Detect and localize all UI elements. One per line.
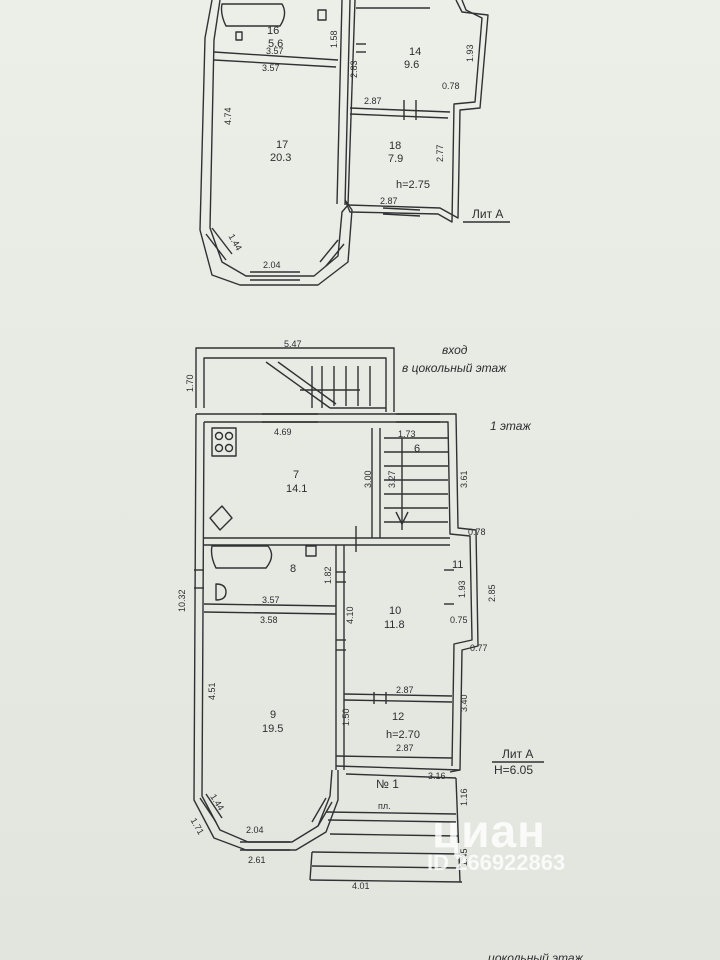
dim-287a: 2.87 [396,685,414,695]
upper-lit-label: Лит А [472,207,504,221]
ground-lit-label: Лит А [502,747,534,761]
dim-316: 3.16 [428,771,446,781]
cian-watermark: циан ID 266922863 [427,805,565,874]
dim-340: 3.40 [459,694,469,712]
ground-floor-plan [193,347,544,883]
dim-upper-078: 0.78 [442,81,460,91]
dim-150: 1.50 [341,708,351,726]
porch-number: № 1 [376,777,399,791]
room-18-number: 18 [389,140,402,152]
dim-upper-357b: 3.57 [262,63,280,73]
dim-358: 3.58 [260,615,278,625]
dim-116: 1.16 [459,788,469,806]
dim-1032: 10.32 [177,589,187,612]
dim-357: 3.57 [262,595,280,605]
dim-170: 1.70 [185,374,195,392]
room-9-area: 19.5 [262,723,284,735]
dim-upper-357a: 3.57 [266,46,284,56]
dim-upper-277: 2.77 [435,144,445,162]
dim-193: 1.93 [457,580,467,598]
room-10-number: 10 [389,605,402,617]
dim-261: 2.61 [248,855,266,865]
room-17-number: 17 [276,139,289,151]
dim-upper-287a: 2.87 [364,96,382,106]
dim-upper-474: 4.74 [223,107,233,125]
dim-547: 5.47 [284,339,302,349]
dim-300: 3.00 [363,470,373,488]
dim-upper-283: 2.83 [349,60,359,78]
room-7-area: 14.1 [286,483,308,495]
dim-upper-158: 1.58 [329,30,339,48]
room-18-area: 7.9 [388,153,404,165]
room-11-number: 11 [452,559,464,571]
upper-ceiling-height: h=2.75 [396,179,430,191]
room-9-number: 9 [270,709,277,721]
room-16-area: 5.6 [268,38,284,50]
dim-451: 4.51 [207,682,217,700]
dim-361: 3.61 [459,470,469,488]
dim-469: 4.69 [274,427,292,437]
room-8-number: 8 [290,563,297,575]
watermark-logo: циан [432,805,546,857]
entrance-label-line2: в цокольный этаж [402,361,507,375]
dim-173: 1.73 [398,429,416,439]
ground-lit-height: H=6.05 [494,763,534,777]
bottom-floor-caption: цокольный этаж [488,951,583,960]
room-14-number: 14 [409,46,422,58]
room-12-number: 12 [392,711,405,723]
room-16-number: 16 [267,25,280,37]
ground-ceiling-height: h=2.70 [386,729,420,741]
dim-410: 4.10 [345,606,355,624]
entrance-label-line1: вход [442,343,468,357]
upper-floor-plan [199,0,510,286]
dim-upper-193: 1.93 [465,44,475,62]
dim-401: 4.01 [352,881,370,891]
floor-label-1: 1 этаж [490,419,531,433]
dim-077: 0.77 [470,643,488,653]
dim-upper-287b: 2.87 [380,196,398,206]
dim-204: 2.04 [246,825,264,835]
room-17-area: 20.3 [270,152,292,164]
dim-287b: 2.87 [396,743,414,753]
dim-075: 0.75 [450,615,468,625]
room-14-area: 9.6 [404,59,420,71]
dim-078: 0.78 [468,527,486,537]
room-6-number: 6 [414,443,421,455]
room-10-area: 11.8 [384,619,405,631]
watermark-id: ID 266922863 [427,850,566,875]
room-7-number: 7 [293,469,300,481]
porch-label: пл. [378,801,391,811]
dim-182: 1.82 [323,566,333,584]
dim-327: 3.27 [387,470,397,488]
dim-upper-204: 2.04 [263,260,281,270]
dim-285: 2.85 [487,584,497,602]
